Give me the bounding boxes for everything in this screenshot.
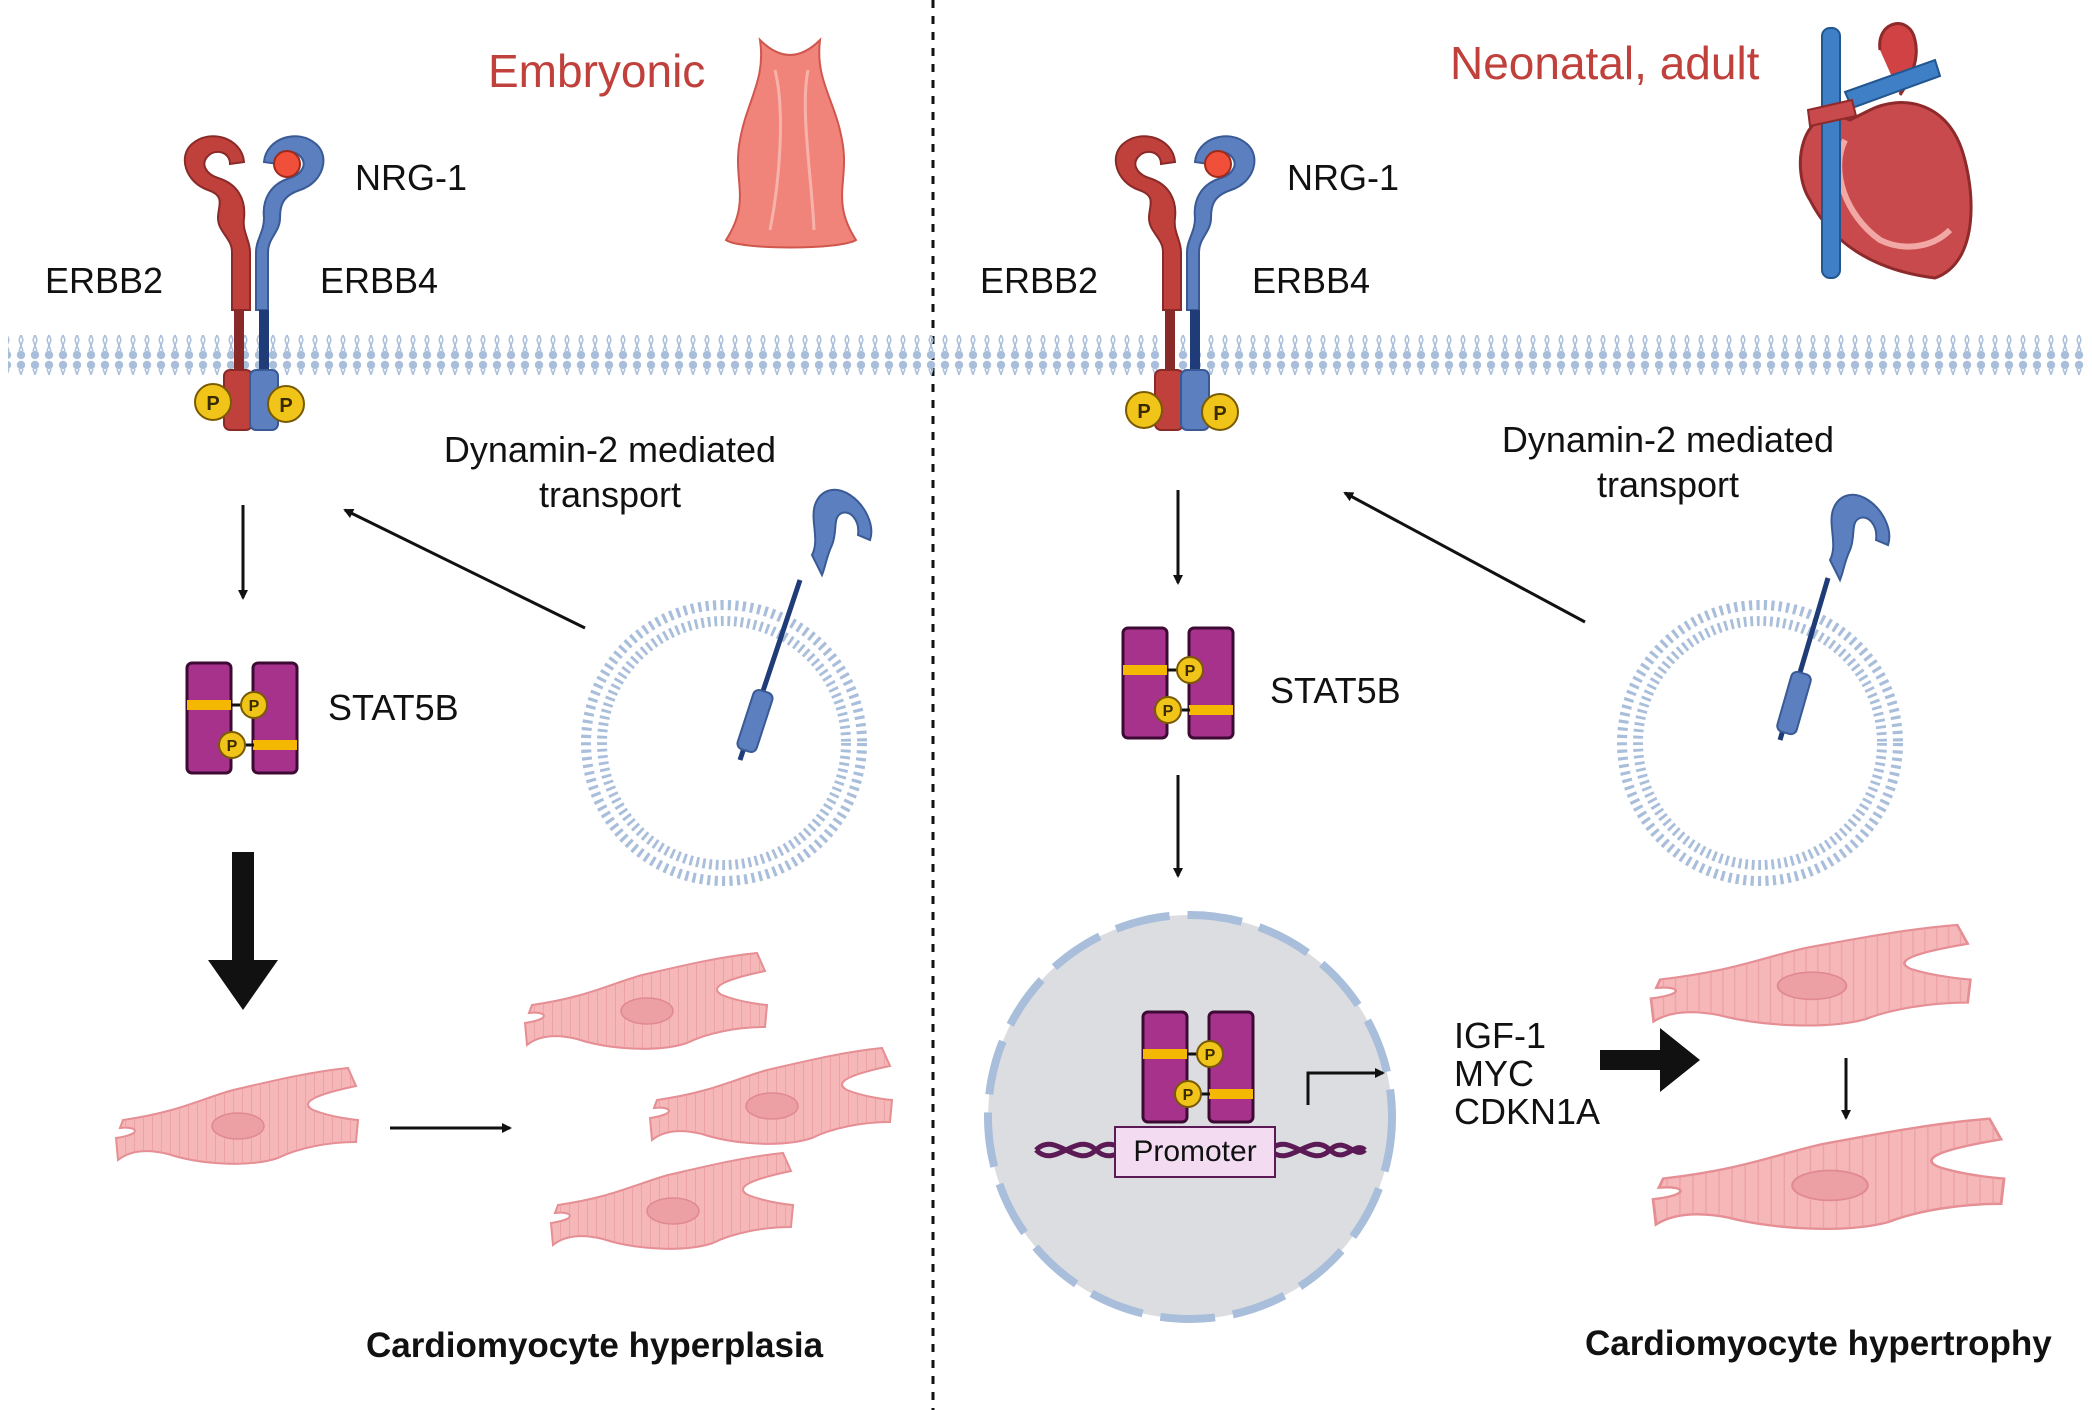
ligand-label: NRG-1 [1287,157,1400,198]
stage-label-neonatal-adult: Neonatal, adult [1450,37,1760,89]
left-receptor-complex: P P [183,135,325,431]
gene-label-cdkn1a: CDKN1A [1454,1091,1601,1132]
phosphate-label: P [1183,1087,1194,1104]
phosphate-label: P [1137,401,1150,423]
ligand-label: NRG-1 [355,157,468,198]
transport-label-line2: transport [538,474,682,515]
left-thick-arrow-down [208,852,278,1010]
phosphate-label: P [206,393,219,415]
embryonic-heart-tube-icon [724,37,858,249]
stat5b-label: STAT5B [328,687,459,728]
outcome-hypertrophy: Cardiomyocyte hypertrophy [1585,1324,2052,1363]
phosphate-label: P [1163,703,1174,720]
left-transport-arrow [343,508,586,630]
right-transport-arrow [1343,491,1586,624]
right-receptor-complex: P P [1114,135,1256,431]
stat5b-label: STAT5B [1270,670,1401,711]
right-stat5b-dimer [1121,626,1235,740]
transport-label-line1: Dynamin-2 mediated [443,429,777,470]
phosphate-label: P [249,698,260,715]
phosphate-label: P [1205,1047,1216,1064]
phosphate-label: P [227,738,238,755]
promoter-box [1114,1126,1276,1178]
transport-label-line1: Dynamin-2 mediated [1501,419,1835,460]
receptor-label-erbb4: ERBB4 [1252,260,1371,301]
phosphate-label: P [279,395,292,417]
promoter-label: Promoter [1133,1135,1257,1168]
cardiomyocyte [649,1047,893,1145]
phosphate-icon [194,383,232,421]
cardiomyocyte [1649,923,1972,1027]
right-endocytic-vesicle [1617,493,1903,886]
gene-label-myc: MYC [1454,1053,1534,1094]
phosphate-icon [267,385,305,423]
cardiomyocyte [115,1067,359,1165]
phosphate-label: P [1185,663,1196,680]
left-endocytic-vesicle [581,488,873,886]
cardiomyocyte [550,1152,794,1250]
phosphate-icon [1125,391,1163,429]
transport-label-line2: transport [1596,464,1740,505]
receptor-label-erbb2: ERBB2 [980,260,1099,301]
cardiomyocyte [524,952,768,1050]
nucleus [984,911,1396,1323]
phosphate-icon [1201,393,1239,431]
transcription-arrow [1306,1068,1385,1105]
phosphate-label: P [1213,403,1226,425]
receptor-label-erbb4: ERBB4 [320,260,439,301]
plasma-membrane [8,335,2084,375]
gene-label-igf1: IGF-1 [1454,1015,1547,1056]
cardiomyocyte [1651,1117,2006,1231]
right-thick-arrow [1600,1028,1700,1092]
stage-label-embryonic: Embryonic [488,45,706,97]
heart-icon [1798,22,1973,280]
receptor-label-erbb2: ERBB2 [45,260,164,301]
left-stat5b-dimer [185,661,299,775]
outcome-hyperplasia: Cardiomyocyte hyperplasia [366,1326,824,1365]
